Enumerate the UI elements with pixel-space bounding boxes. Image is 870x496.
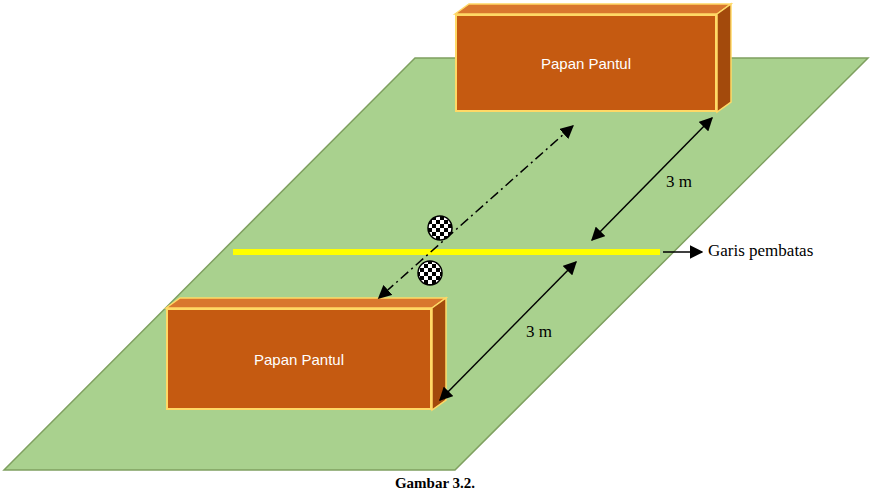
board-label: Papan Pantul <box>541 55 631 72</box>
board-top-face <box>166 298 446 308</box>
rebound-board: Papan Pantul <box>455 14 717 112</box>
throw-path <box>379 126 573 298</box>
board-label: Papan Pantul <box>254 351 344 368</box>
board-top-face <box>455 4 731 14</box>
boundary-label: Garis pembatas <box>708 241 813 261</box>
board-side-face <box>432 298 446 410</box>
boundary-line <box>233 249 660 255</box>
soccer-ball <box>418 261 442 285</box>
board-side-face <box>717 4 731 112</box>
soccer-ball <box>428 216 452 240</box>
dimension-arrow <box>592 118 712 240</box>
rebound-board: Papan Pantul <box>166 308 432 410</box>
dimension-arrow <box>440 262 576 400</box>
dimension-label: 3 m <box>666 172 692 192</box>
field-ground <box>4 58 868 470</box>
pointer-arrow <box>663 251 702 253</box>
dimension-label: 3 m <box>526 322 552 342</box>
figure-caption: Gambar 3.2. <box>0 474 870 492</box>
